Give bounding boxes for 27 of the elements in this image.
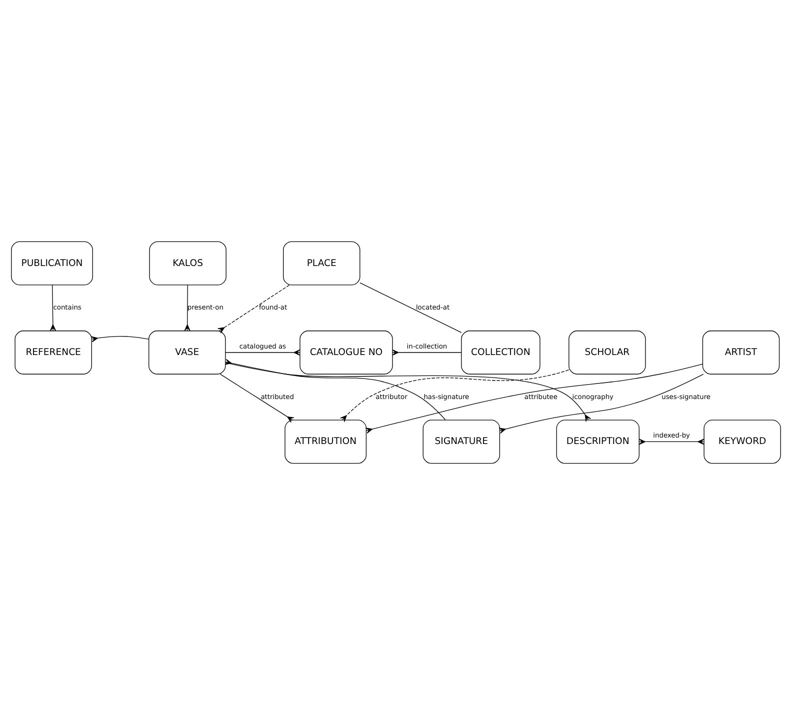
node-box: SIGNATURE (422, 420, 500, 464)
node-box: ATTRIBUTION (284, 420, 367, 464)
connector (638, 438, 704, 445)
connector (498, 374, 704, 434)
node-box: VASE (148, 330, 226, 374)
connector (365, 364, 703, 434)
node-box: COLLECTION (461, 330, 540, 374)
connector (392, 349, 462, 356)
node-box: DESCRIPTION (556, 420, 640, 464)
node-box: KEYWORD (704, 420, 781, 464)
connector (218, 284, 290, 334)
connector (220, 374, 294, 423)
connector (225, 349, 300, 356)
connector (224, 358, 446, 420)
connector (340, 370, 570, 422)
connector (90, 336, 150, 342)
node-box: PLACE (283, 241, 360, 286)
node-box: KALOS (149, 241, 226, 286)
node-box: SCHOLAR (568, 330, 646, 374)
connector (360, 282, 462, 333)
connector (184, 284, 190, 331)
connector (50, 284, 56, 332)
node-box: ARTIST (702, 330, 780, 374)
connector (225, 362, 591, 422)
node-box: CATALOGUE NO (300, 330, 393, 374)
node-box: REFERENCE (14, 330, 92, 374)
node-box: PUBLICATION (11, 241, 93, 286)
